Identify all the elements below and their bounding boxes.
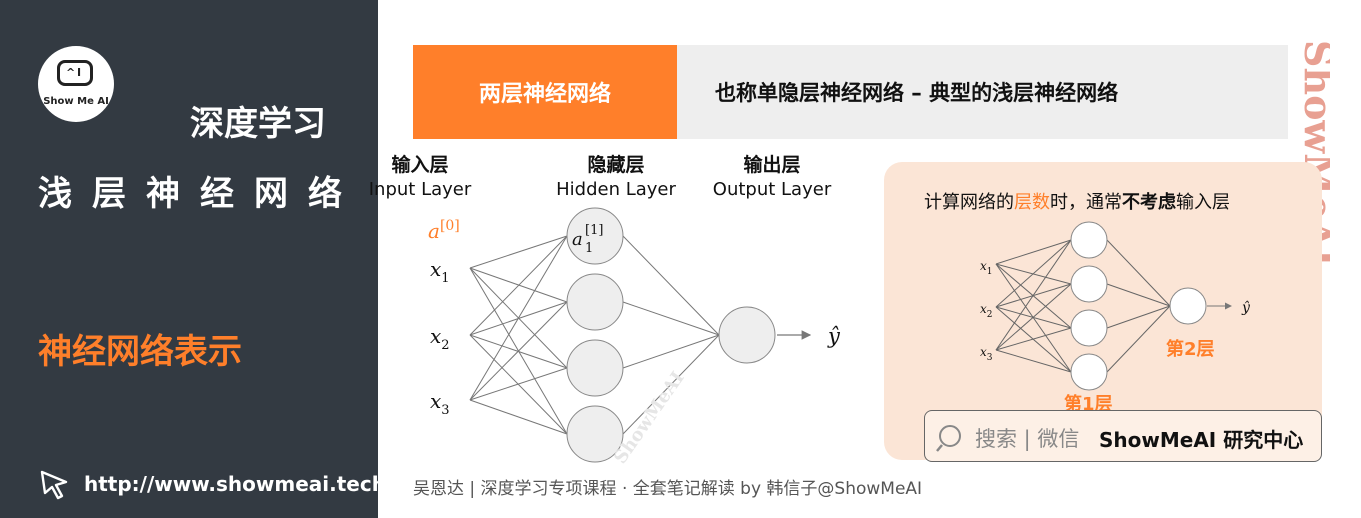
output-layer-en: Output Layer: [712, 179, 832, 200]
a0-label: a[0]: [428, 218, 460, 243]
layer-count-panel: 计算网络的层数时，通常不考虑输入层 x1 x2 x3 ŷ 第2层 第1层: [884, 162, 1322, 462]
search-brand: ShowMeAI 研究中心: [1099, 428, 1304, 452]
mini-hidden-output-connections: [1106, 239, 1171, 373]
main-slide: 两层神经网络 也称单隐层神经网络 – 典型的浅层神经网络 ShowMeAI 输入…: [369, 0, 1361, 518]
hidden-layer-header: 隐藏层 Hidden Layer: [541, 150, 691, 200]
connection-line: [469, 367, 568, 401]
chapter-title: 浅层神经网络: [38, 174, 362, 214]
hidden-output-connections: [622, 235, 720, 435]
panel-caption: 计算网络的层数时，通常不考虑输入层: [924, 192, 1230, 213]
input-x2: x2: [430, 324, 450, 353]
mini-connection-line: [1106, 283, 1171, 307]
mini-connection-line: [1106, 305, 1171, 329]
mini-input-x2: x2: [980, 302, 993, 320]
mini-hidden-neuron-3: [1070, 309, 1108, 347]
footer-credit: 吴恩达 | 深度学习专项课程 · 全套笔记解读 by 韩信子@ShowMeAI: [413, 479, 923, 499]
mini-output-neuron: [1169, 287, 1207, 325]
logo-text: Show Me AI: [43, 96, 109, 107]
wechat-search-box[interactable]: 搜索 | 微信 ShowMeAI 研究中心: [924, 410, 1322, 462]
mini-connection-line: [1106, 305, 1171, 373]
input-layer-cn: 输入层: [391, 154, 449, 176]
banner-description: 也称单隐层神经网络 – 典型的浅层神经网络: [677, 45, 1288, 139]
mini-connection-line: [995, 239, 1072, 308]
banner-label: 两层神经网络: [413, 45, 677, 139]
neural-network-diagram: a[0] x1 x2 x3 a[1]1 ŷ ShowMeAI: [428, 207, 841, 468]
input-layer-header: 输入层 Input Layer: [345, 150, 495, 200]
search-icon: [936, 425, 961, 452]
layer-1-label: 第1层: [1064, 393, 1113, 412]
website-link[interactable]: http://www.showmeai.tech/: [84, 472, 394, 496]
mini-input-x1: x1: [980, 259, 993, 277]
connection-line: [469, 235, 568, 336]
mini-output-yhat: ŷ: [1241, 299, 1251, 316]
connection-line: [469, 235, 568, 401]
mini-connection-line: [1106, 239, 1171, 307]
connection-line: [622, 334, 720, 369]
output-yhat: ŷ: [827, 324, 841, 348]
a11-label: a[1]1: [572, 223, 603, 256]
hidden-neuron-4: [566, 405, 624, 463]
hidden-neuron-2: [566, 273, 624, 331]
mini-hidden-neuron-1: [1070, 221, 1108, 259]
input-layer-en: Input Layer: [368, 179, 472, 200]
hidden-neurons: [566, 207, 624, 463]
mini-connection-line: [995, 239, 1072, 351]
mini-hidden-neuron-4: [1070, 353, 1108, 391]
mini-connection-line: [995, 239, 1072, 265]
mini-input-x3: x3: [980, 345, 993, 363]
mini-connection-line: [995, 327, 1072, 351]
output-layer-cn: 输出层: [743, 154, 801, 176]
connection-line: [622, 334, 720, 435]
mini-connection-line: [995, 349, 1072, 373]
layer-2-label: 第2层: [1166, 338, 1215, 360]
course-title: 深度学习: [190, 104, 326, 144]
section-title: 神经网络表示: [38, 332, 242, 372]
output-neuron: [718, 306, 776, 364]
hidden-neuron-3: [566, 339, 624, 397]
caption-bold: 不考虑: [1122, 192, 1176, 213]
hidden-layer-en: Hidden Layer: [556, 179, 676, 200]
connection-line: [622, 301, 720, 336]
search-text: 搜索 | 微信: [975, 427, 1080, 451]
input-x3: x3: [430, 389, 450, 418]
caption-highlight: 层数: [1014, 192, 1050, 213]
mini-connection-line: [995, 283, 1072, 351]
diagram-watermark: ShowMeAI: [610, 368, 689, 468]
input-hidden-connections: [469, 235, 568, 435]
cursor-icon: [40, 470, 68, 500]
input-x1: x1: [430, 257, 450, 286]
sidebar: ^I Show Me AI 深度学习 浅层神经网络 神经网络表示 http://…: [0, 0, 393, 518]
connection-line: [469, 301, 568, 401]
mini-network-diagram: x1 x2 x3 ŷ 第2层 第1层: [980, 221, 1251, 412]
showmeai-logo: ^I Show Me AI: [38, 46, 114, 122]
robot-icon: ^I: [57, 60, 93, 86]
hidden-layer-cn: 隐藏层: [587, 154, 645, 176]
output-layer-header: 输出层 Output Layer: [697, 150, 847, 200]
connection-line: [622, 235, 720, 336]
mini-hidden-neuron-2: [1070, 265, 1108, 303]
connection-line: [469, 235, 568, 269]
connection-line: [469, 399, 568, 435]
mini-input-hidden-connections: [995, 239, 1072, 373]
hidden-neuron-1: [566, 207, 624, 265]
